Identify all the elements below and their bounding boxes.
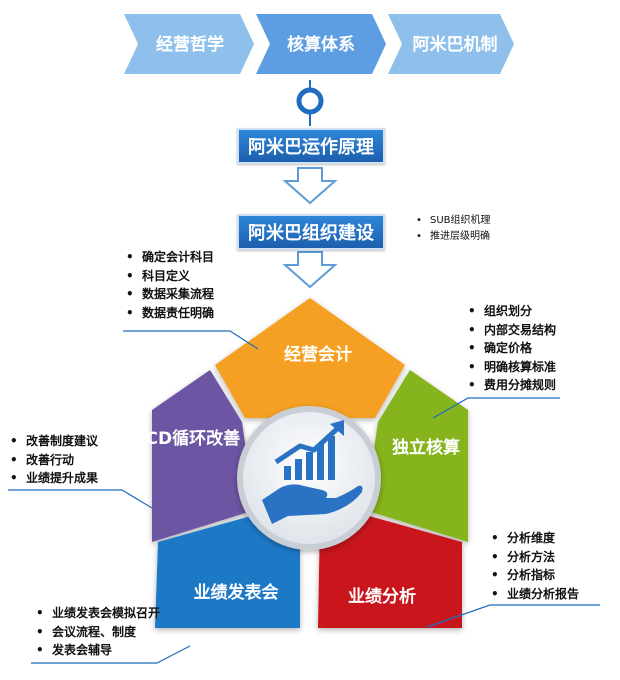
list-item: 确定价格	[466, 339, 556, 358]
segment-operating-accounting[interactable]	[215, 298, 405, 418]
segment-independent-accounting-label: 独立核算	[392, 437, 460, 458]
hand-with-growth-chart-icon	[262, 420, 363, 524]
amoeba-operation-principle-box: 阿米巴运作原理	[237, 128, 385, 164]
list-item: 数据采集流程	[124, 285, 214, 304]
list-item: 业绩发表会模拟召开	[34, 604, 160, 623]
callout-line-top	[123, 330, 259, 350]
tab-philosophy[interactable]: 经营哲学	[124, 14, 254, 74]
segment-performance-meeting[interactable]	[155, 514, 300, 628]
callout-line-bottom-right	[426, 604, 600, 628]
segment-tcd-improvement-label: TCD循环改善	[134, 428, 240, 449]
list-item: 明确核算标准	[466, 358, 556, 377]
list-item: 业绩提升成果	[8, 469, 98, 488]
list-item: 内部交易结构	[466, 321, 556, 340]
list-item: 分析指标	[489, 566, 579, 585]
list-item: 科目定义	[124, 267, 214, 286]
tab-philosophy-shape	[124, 14, 254, 74]
segment-tcd-improvement[interactable]	[152, 370, 255, 542]
annotation-list-right: 组织划分 内部交易结构 确定价格 明确核算标准 费用分摊规则	[466, 302, 556, 395]
list-item: SUB组织机理	[414, 213, 491, 229]
list-item: 费用分摊规则	[466, 376, 556, 395]
list-item: 发表会辅导	[34, 641, 160, 660]
list-item: 业绩分析报告	[489, 585, 579, 604]
list-item: 改善行动	[8, 451, 98, 470]
list-item: 确定会计科目	[124, 248, 214, 267]
list-item: 组织划分	[466, 302, 556, 321]
segment-performance-analysis-label: 业绩分析	[348, 586, 416, 607]
annotation-list-bottom-right: 分析维度 分析方法 分析指标 业绩分析报告	[489, 529, 579, 603]
organization-building-notes: SUB组织机理 推进层级明确	[414, 213, 491, 245]
annotation-list-left: 改善制度建议 改善行动 业绩提升成果	[8, 432, 98, 488]
list-item: 数据责任明确	[124, 304, 214, 323]
callout-line-bottom-left	[31, 645, 191, 664]
list-item: 分析维度	[489, 529, 579, 548]
annotation-list-top: 确定会计科目 科目定义 数据采集流程 数据责任明确	[124, 248, 214, 322]
center-emblem	[237, 406, 381, 550]
top-tab-bar: 经营哲学 核算体系 阿米巴机制	[124, 14, 514, 74]
tab-amoeba-mechanism-shape	[388, 14, 514, 74]
list-item: 改善制度建议	[8, 432, 98, 451]
list-item: 会议流程、制度	[34, 623, 160, 642]
callout-line-left	[8, 489, 153, 509]
segment-performance-meeting-label: 业绩发表会	[194, 582, 279, 603]
connector-ring	[296, 87, 324, 115]
tab-accounting-system-label: 核算体系	[287, 34, 355, 55]
callout-line-right	[432, 397, 560, 419]
tab-accounting-system-shape	[256, 14, 386, 74]
down-arrow-2	[282, 251, 338, 289]
segment-operating-accounting-label: 经营会计	[284, 344, 352, 365]
down-arrow-1	[282, 167, 338, 205]
segment-performance-analysis[interactable]	[318, 514, 462, 628]
amoeba-organization-building-box: 阿米巴组织建设	[237, 214, 385, 250]
list-item: 分析方法	[489, 548, 579, 567]
pentagon-diagram	[152, 298, 468, 628]
tab-philosophy-label: 经营哲学	[156, 34, 224, 55]
annotation-list-bottom-left: 业绩发表会模拟召开 会议流程、制度 发表会辅导	[34, 604, 160, 660]
list-item: 推进层级明确	[414, 229, 491, 245]
tab-amoeba-mechanism-label: 阿米巴机制	[413, 34, 498, 55]
tab-accounting-system[interactable]: 核算体系	[256, 14, 386, 74]
tab-amoeba-mechanism[interactable]: 阿米巴机制	[388, 14, 514, 74]
